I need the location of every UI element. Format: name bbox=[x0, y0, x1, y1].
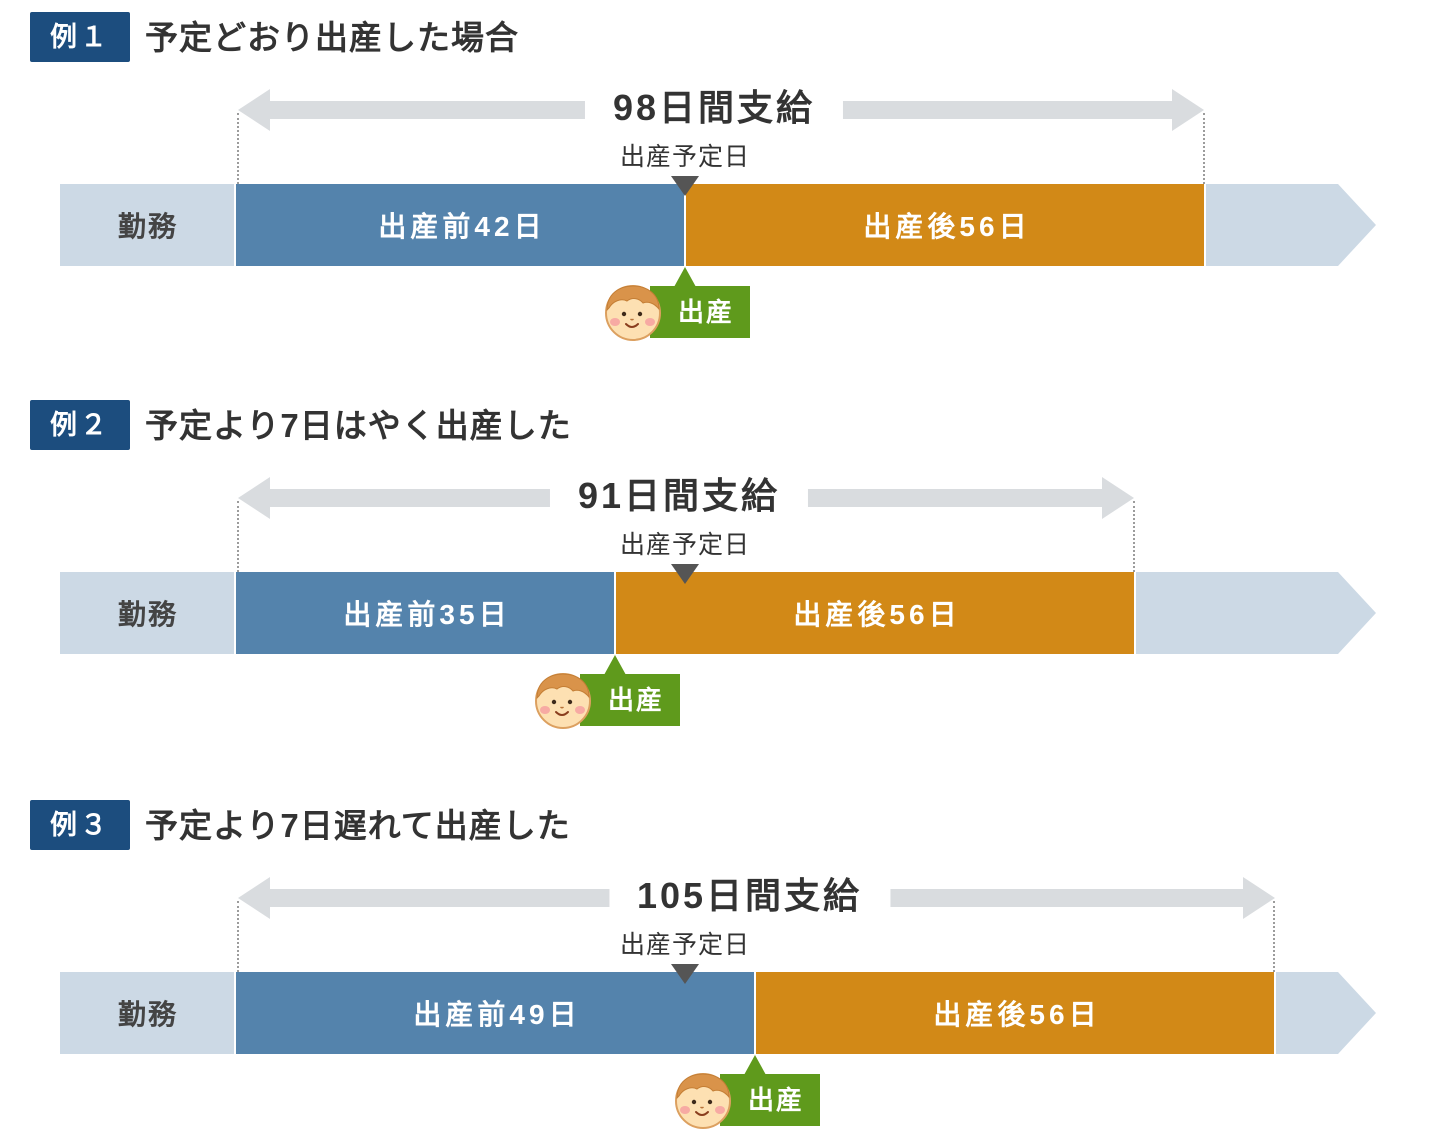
baby-nose bbox=[560, 706, 564, 709]
benefit-period-arrow: 105日間支給 bbox=[238, 877, 1275, 919]
work-resume-arrow bbox=[1206, 184, 1376, 266]
benefit-period-label: 105日間支給 bbox=[608, 877, 891, 919]
period-end-guide bbox=[1273, 901, 1275, 972]
arrow-head-left bbox=[238, 89, 270, 131]
birth-label: 出産 bbox=[748, 1085, 805, 1115]
postnatal-segment: 出産後56日 bbox=[616, 572, 1134, 654]
work-resume-arrow bbox=[1276, 972, 1376, 1054]
period-start-guide bbox=[237, 901, 239, 972]
example-badge: 例３ bbox=[30, 800, 130, 850]
due-date-triangle-icon bbox=[671, 176, 699, 196]
postnatal-segment: 出産後56日 bbox=[756, 972, 1274, 1054]
birth-pointer-icon bbox=[674, 267, 696, 287]
period-start-guide bbox=[237, 113, 239, 184]
due-date-label: 出産予定日 bbox=[619, 531, 750, 559]
birth-tag bbox=[580, 674, 680, 726]
baby-nose bbox=[700, 1106, 704, 1109]
baby-cheek-left bbox=[540, 706, 550, 714]
baby-eye-left bbox=[691, 1099, 697, 1105]
work-segment: 勤務 bbox=[60, 184, 234, 266]
example-badge: 例１ bbox=[30, 12, 130, 62]
example-1: 例１ 予定どおり出産した場合 98日間支給 出産予定日 勤務 出産前42日 出産… bbox=[0, 0, 1456, 352]
period-end-guide bbox=[1133, 501, 1135, 572]
period-start-guide bbox=[237, 501, 239, 572]
benefit-period-arrow: 91日間支給 bbox=[238, 477, 1134, 519]
prenatal-segment: 出産前35日 bbox=[236, 572, 614, 654]
baby-cheek-right bbox=[715, 1106, 725, 1114]
due-date-triangle-icon bbox=[671, 964, 699, 984]
work-segment: 勤務 bbox=[60, 972, 234, 1054]
period-end-guide bbox=[1203, 113, 1205, 184]
baby-cheek-left bbox=[680, 1106, 690, 1114]
benefit-period-arrow: 98日間支給 bbox=[238, 89, 1204, 131]
birth-pointer-icon bbox=[744, 1055, 766, 1075]
baby-eye-right bbox=[707, 1099, 713, 1105]
baby-eye-left bbox=[551, 699, 557, 705]
prenatal-segment: 出産前42日 bbox=[236, 184, 684, 266]
example-2: 例２ 予定より7日はやく出産した 91日間支給 出産予定日 勤務 出産前35日 … bbox=[0, 388, 1456, 740]
example-title: 予定より7日はやく出産した bbox=[145, 407, 572, 444]
birth-label: 出産 bbox=[678, 297, 735, 327]
arrow-head-left bbox=[238, 877, 270, 919]
birth-tag bbox=[720, 1074, 820, 1126]
baby-hair bbox=[536, 673, 590, 700]
birth-label: 出産 bbox=[608, 685, 665, 715]
baby-cheek-left bbox=[610, 318, 620, 326]
postnatal-segment: 出産後56日 bbox=[686, 184, 1204, 266]
baby-face-icon bbox=[605, 285, 661, 341]
baby-mouth bbox=[625, 323, 639, 328]
baby-face-icon bbox=[675, 1073, 731, 1129]
birth-tag bbox=[650, 286, 750, 338]
benefit-period-label: 98日間支給 bbox=[584, 89, 844, 131]
baby-hair bbox=[676, 1073, 730, 1100]
arrow-head-right bbox=[1172, 89, 1204, 131]
arrow-head-left bbox=[238, 477, 270, 519]
work-segment: 勤務 bbox=[60, 572, 234, 654]
due-date-triangle-icon bbox=[671, 564, 699, 584]
baby-eye-right bbox=[567, 699, 573, 705]
due-date-label: 出産予定日 bbox=[619, 931, 750, 959]
example-badge: 例２ bbox=[30, 400, 130, 450]
baby-face-icon bbox=[535, 673, 591, 729]
baby-nose bbox=[630, 318, 634, 321]
example-title: 予定どおり出産した場合 bbox=[145, 19, 519, 56]
birth-pointer-icon bbox=[604, 655, 626, 675]
baby-eye-left bbox=[621, 311, 627, 317]
work-resume-arrow bbox=[1136, 572, 1376, 654]
arrow-head-right bbox=[1102, 477, 1134, 519]
benefit-period-label: 91日間支給 bbox=[549, 477, 809, 519]
baby-mouth bbox=[695, 1111, 709, 1116]
prenatal-segment: 出産前49日 bbox=[236, 972, 754, 1054]
baby-hair bbox=[606, 285, 660, 312]
due-date-label: 出産予定日 bbox=[619, 143, 750, 171]
arrow-head-right bbox=[1243, 877, 1275, 919]
baby-cheek-right bbox=[645, 318, 655, 326]
baby-mouth bbox=[555, 711, 569, 716]
baby-eye-right bbox=[637, 311, 643, 317]
example-title: 予定より7日遅れて出産した bbox=[145, 807, 571, 844]
baby-cheek-right bbox=[575, 706, 585, 714]
example-3: 例３ 予定より7日遅れて出産した 105日間支給 出産予定日 勤務 出産前49日… bbox=[0, 788, 1456, 1140]
